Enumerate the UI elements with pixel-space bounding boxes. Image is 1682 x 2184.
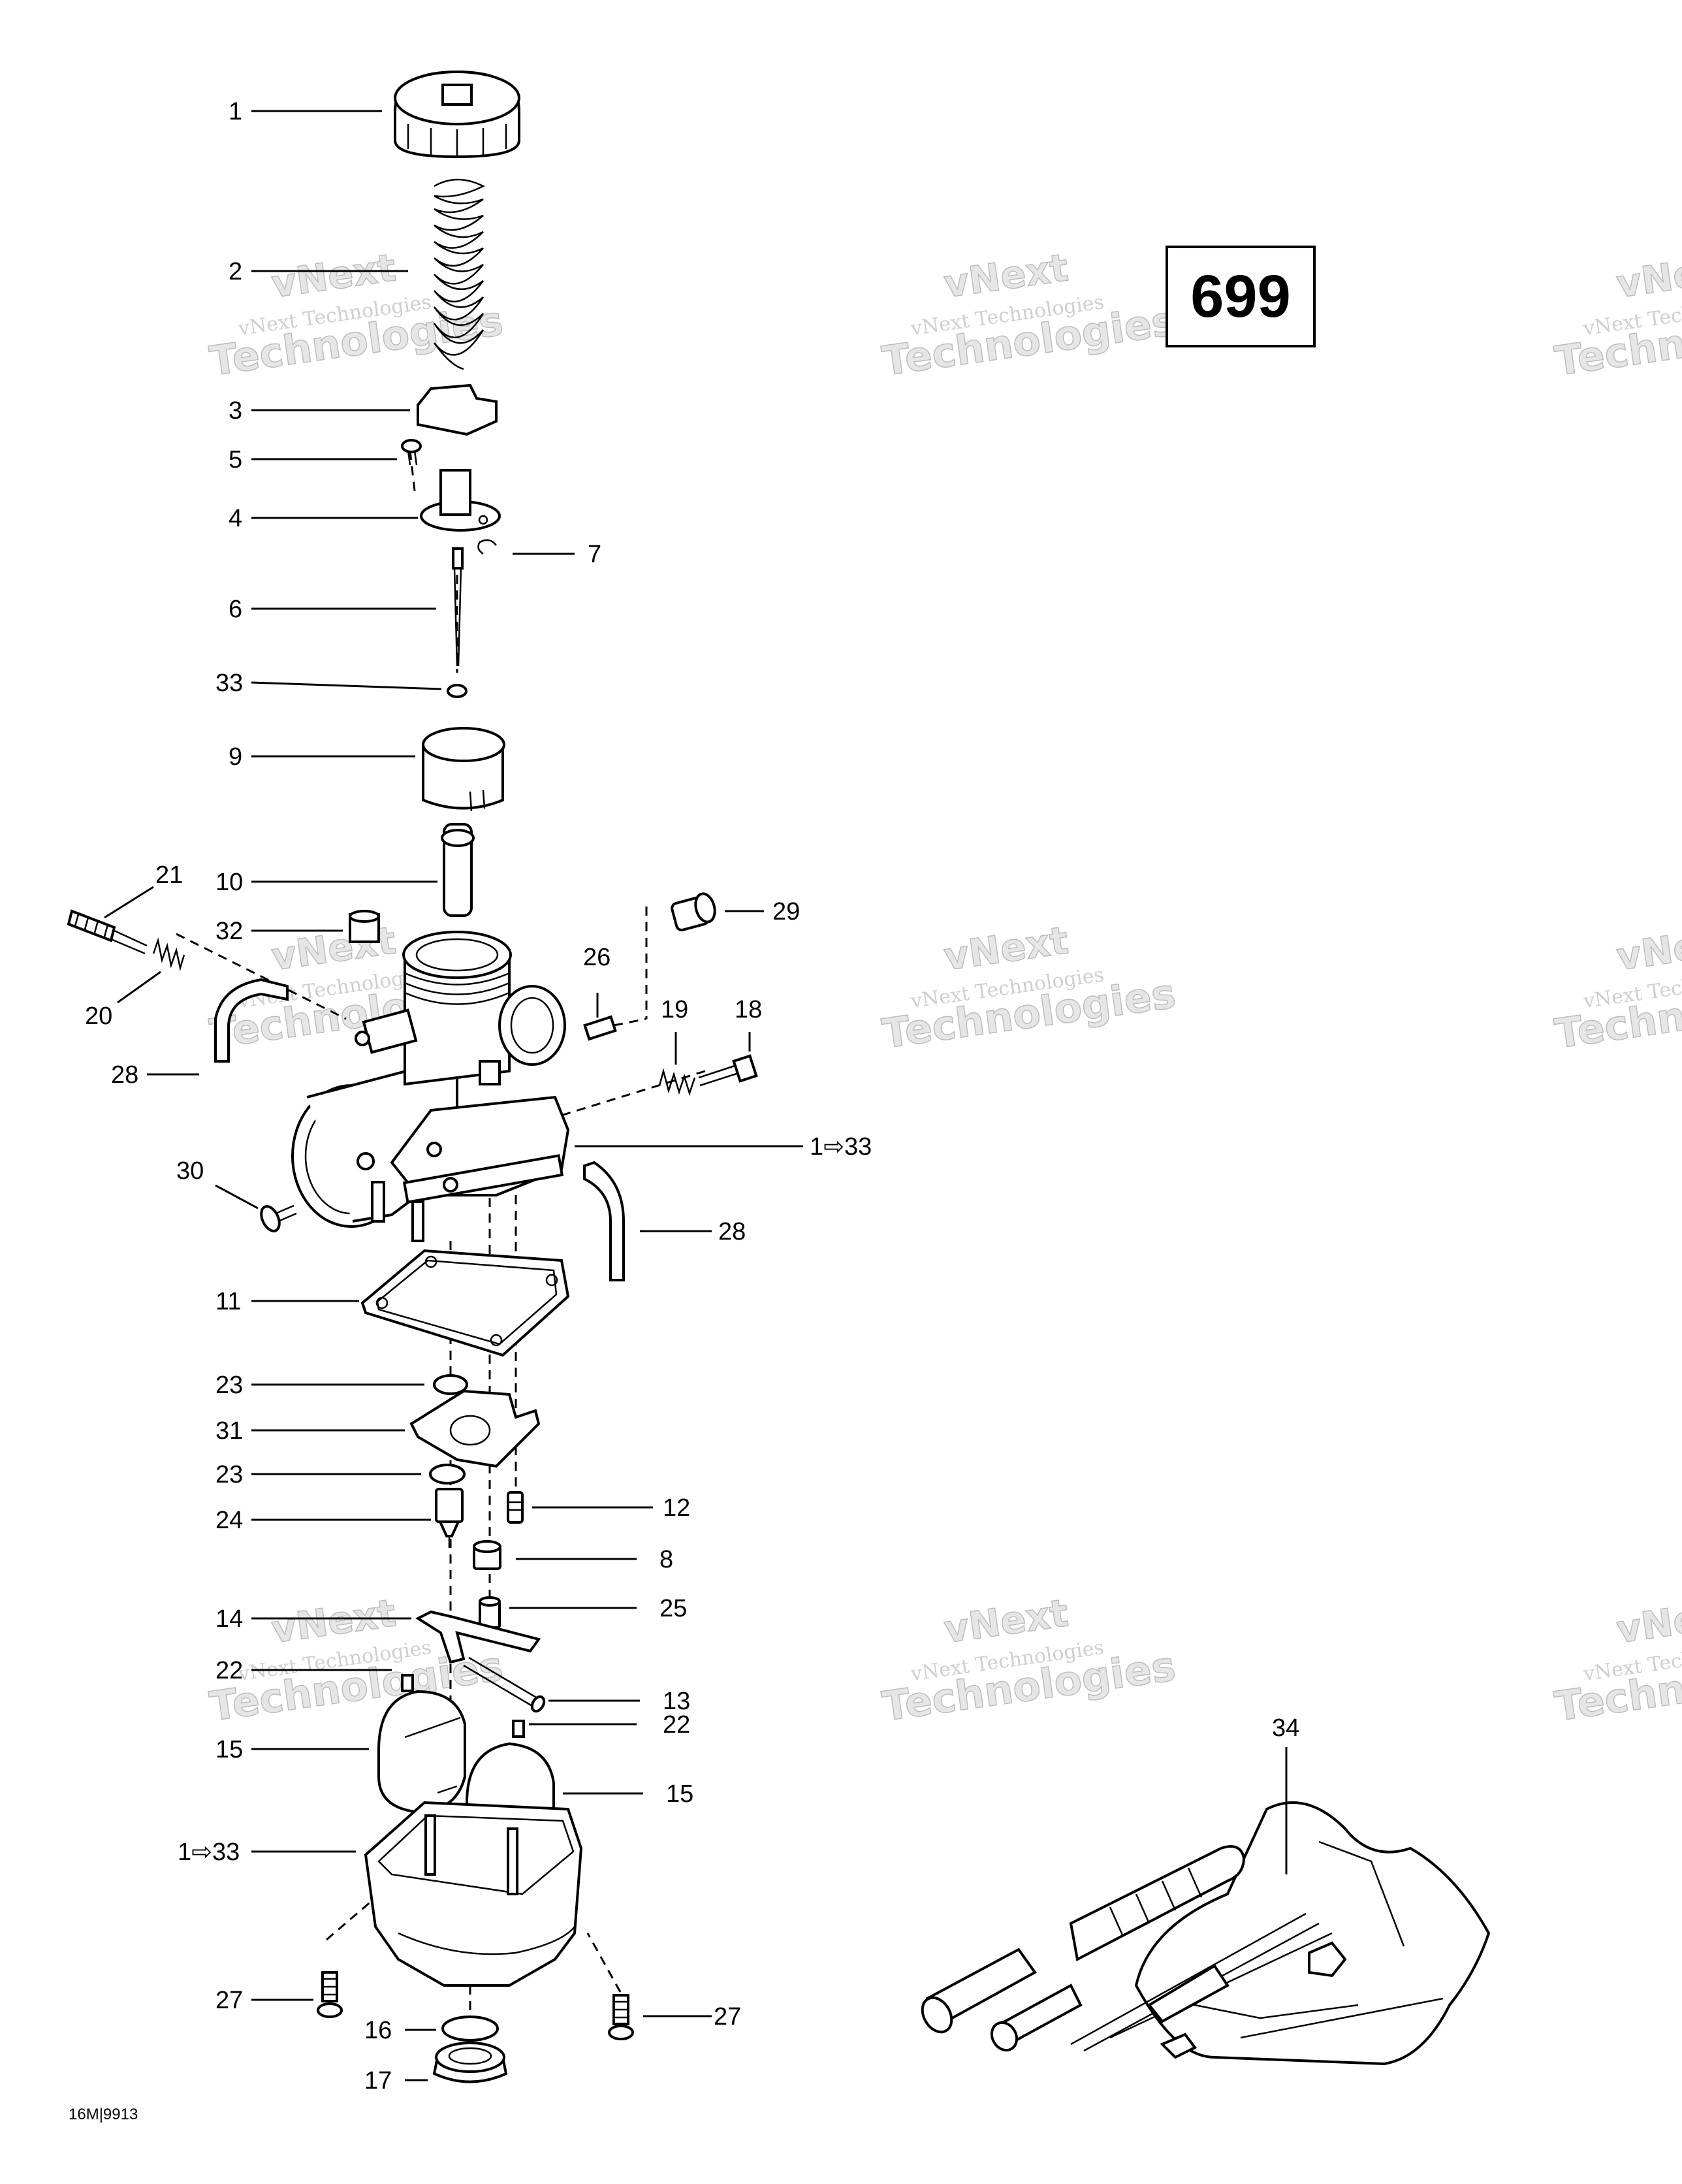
part-drain-plug: [432, 2042, 508, 2083]
part-float-pin-22a: [401, 1674, 414, 1692]
part-spring-19: [658, 1068, 696, 1097]
watermark-vnext: vNext: [1614, 1590, 1682, 1652]
part-bowl-screw-left: [317, 1971, 343, 2018]
part-float-pin: [463, 1656, 546, 1713]
callout-8: 8: [659, 1546, 673, 1573]
part-float-pin-22b: [512, 1720, 525, 1738]
axis-bowl-screw-right: [586, 1933, 622, 1993]
callout-26: 26: [583, 944, 611, 971]
callout-leaders: [104, 110, 1288, 2081]
part-cap-32: [349, 910, 380, 943]
part-carburetor-body: [291, 931, 570, 1242]
callout-2: 2: [229, 258, 242, 285]
watermark-vnext: vNext: [1614, 918, 1682, 979]
callout-22-left: 22: [215, 1657, 243, 1684]
callout-29: 29: [772, 898, 800, 925]
axis-air-screw: [535, 1070, 706, 1125]
part-tool-kit: [921, 1801, 1491, 2066]
callout-3: 3: [229, 397, 242, 425]
part-float-bowl: [364, 1801, 583, 1987]
part-pilot-jet: [507, 1491, 524, 1524]
callout-5: 5: [229, 446, 242, 474]
part-plate-3: [417, 383, 498, 436]
part-o-ring-23b: [429, 1464, 466, 1485]
callout-4: 4: [229, 505, 242, 532]
callout-33: 33: [215, 669, 243, 697]
part-float-left: [377, 1690, 466, 1814]
callout-13: 13: [663, 1688, 690, 1715]
callout-24: 24: [215, 1507, 243, 1534]
callout-25: 25: [659, 1595, 687, 1622]
callout-1-to-33-top: 1⇨33: [810, 1133, 872, 1161]
figure-reference: 16M|9913: [69, 2106, 138, 2123]
axis-screw-5: [409, 450, 417, 497]
part-spring: [433, 178, 485, 370]
callout-10: 10: [215, 869, 243, 896]
callout-7: 7: [588, 541, 601, 568]
callout-14: 14: [215, 1605, 243, 1633]
callout-23-bottom: 23: [215, 1461, 243, 1488]
callout-27-left: 27: [215, 1987, 243, 2014]
callout-28-right: 28: [718, 1218, 746, 1245]
part-gasket-11: [360, 1249, 570, 1357]
part-washer-33: [447, 684, 468, 698]
callout-34: 34: [1272, 1714, 1299, 1742]
part-screw-30: [260, 1204, 297, 1232]
part-needle-valve: [479, 1596, 501, 1629]
part-clip: [477, 539, 497, 555]
part-hose-right: [583, 1161, 625, 1281]
part-needle-holder: [420, 469, 501, 532]
part-bowl-screw-right: [608, 1994, 634, 2040]
part-air-screw: [698, 1054, 758, 1087]
part-top-cap: [394, 70, 520, 159]
callout-21: 21: [155, 861, 183, 889]
watermark-vnext: vNext: [1614, 245, 1682, 306]
callout-23-top: 23: [215, 1372, 243, 1399]
callout-12: 12: [663, 1494, 690, 1522]
callout-31: 31: [215, 1417, 243, 1445]
axis-bowl-screw-left: [326, 1899, 373, 1941]
callout-1-to-33-bottom: 1⇨33: [178, 1839, 240, 1866]
callout-15-left: 15: [215, 1736, 243, 1763]
callout-28-left: 28: [111, 1061, 138, 1089]
diagram-code-box: 699: [1166, 246, 1316, 347]
part-jet-needle: [452, 547, 464, 667]
part-fitting-26: [583, 1015, 617, 1041]
callout-9: 9: [229, 743, 242, 771]
part-plate-31: [409, 1389, 541, 1468]
part-cap-29: [671, 892, 716, 931]
axis-cap-29-b: [613, 1018, 647, 1027]
part-hose-left: [214, 978, 289, 1063]
part-throttle-stop-screw: [67, 909, 148, 955]
part-needle-valve-seat: [473, 1540, 501, 1570]
axis-screw-21: [176, 933, 347, 1020]
part-sleeve-10: [441, 823, 475, 917]
diagram-code: 699: [1190, 263, 1291, 330]
diagram-code-frame: [1166, 246, 1316, 347]
callout-20: 20: [85, 1003, 112, 1030]
callout-22-right: 22: [663, 1711, 690, 1739]
callout-1: 1: [229, 98, 242, 125]
part-float-arm: [415, 1610, 541, 1664]
callout-11: 11: [215, 1288, 241, 1315]
callout-30: 30: [176, 1157, 204, 1185]
part-throttle-slide: [422, 727, 505, 812]
parts-group: [67, 70, 1491, 2083]
part-screw-5: [401, 439, 422, 466]
part-main-jet: [435, 1488, 464, 1548]
callout-16: 16: [364, 2017, 392, 2044]
callout-15-right: 15: [666, 1780, 693, 1808]
part-spring-20: [152, 937, 185, 971]
callout-27-right: 27: [714, 2003, 741, 2031]
part-o-ring-23a: [433, 1374, 468, 1395]
callout-17: 17: [364, 2067, 392, 2095]
callout-32: 32: [215, 918, 243, 945]
callout-labels: 1 2 3 5 4 7 6 33 9 10 21 32 29 26 19 18 …: [85, 98, 1299, 2095]
callout-6: 6: [229, 596, 242, 623]
callout-19: 19: [661, 996, 688, 1023]
part-o-ring-16: [441, 2015, 499, 2042]
callout-18: 18: [735, 996, 762, 1023]
